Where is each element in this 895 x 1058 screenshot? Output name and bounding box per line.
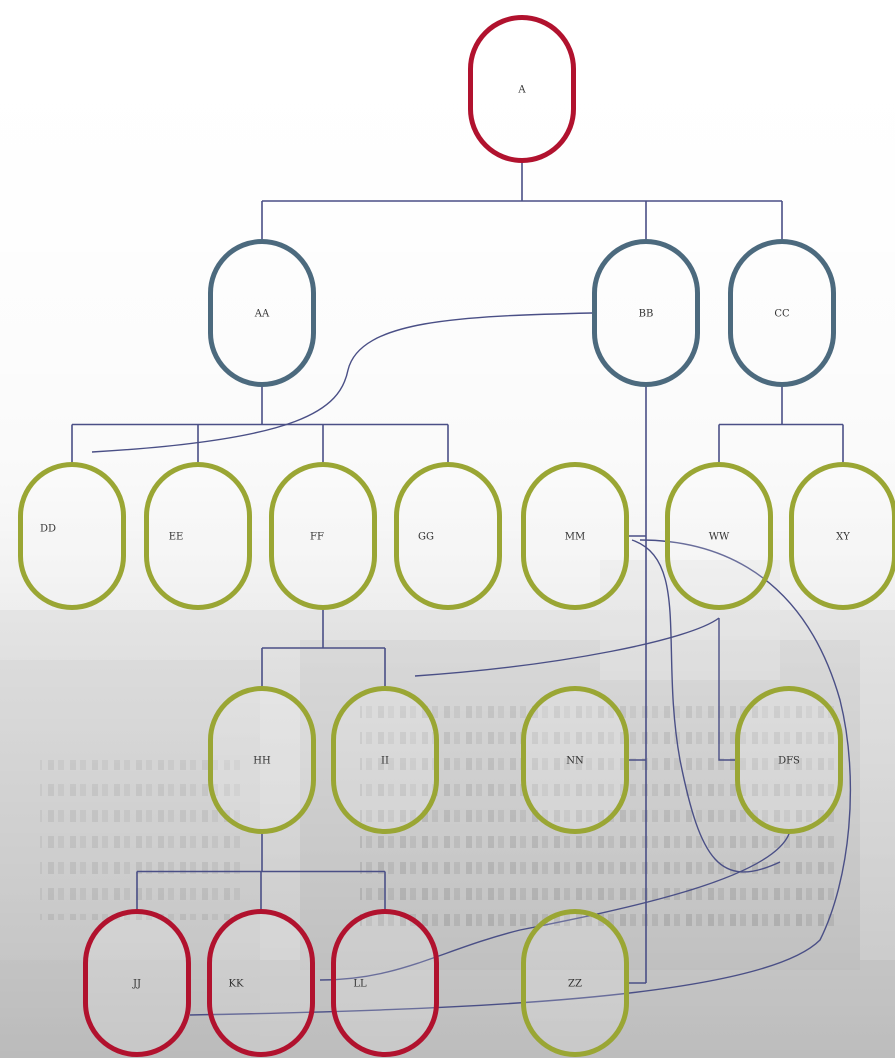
node-label-dd: DD <box>40 524 56 535</box>
cross-link-ww-ii <box>414 617 720 677</box>
node-ww[interactable] <box>665 462 773 610</box>
node-kk[interactable] <box>207 909 315 1057</box>
nodes-layer <box>18 15 895 1057</box>
node-label-ee: EE <box>169 532 184 543</box>
cross-link-bb-dd <box>91 312 593 453</box>
cross-link-dfs-ll <box>319 833 790 981</box>
node-ff[interactable] <box>269 462 377 610</box>
node-label-cc: CC <box>774 309 790 320</box>
node-ll[interactable] <box>331 909 439 1057</box>
node-label-dfs: DFS <box>778 756 800 767</box>
node-label-a: A <box>517 85 526 96</box>
cross-link-mm-dfs <box>631 539 781 873</box>
node-zz[interactable] <box>521 909 629 1057</box>
node-label-mm: MM <box>565 532 585 543</box>
node-aa[interactable] <box>208 239 316 387</box>
node-mm[interactable] <box>521 462 629 610</box>
node-ii[interactable] <box>331 686 439 834</box>
node-label-ll: LL <box>353 979 367 990</box>
node-dd[interactable] <box>18 462 126 610</box>
node-label-kk: KK <box>229 979 244 990</box>
node-label-jj: JJ <box>132 979 141 990</box>
node-label-ff: FF <box>310 532 324 543</box>
node-jj[interactable] <box>83 909 191 1057</box>
node-label-xy: XY <box>836 532 850 543</box>
connector-lines <box>71 163 852 1016</box>
cross-link-mm-jj <box>189 539 852 1016</box>
node-label-bb: BB <box>639 309 654 320</box>
node-label-zz: ZZ <box>568 979 582 990</box>
cross-link-ww-dfs <box>718 618 736 761</box>
node-label-nn: NN <box>566 756 584 767</box>
node-label-aa: AA <box>254 309 270 320</box>
node-label-ii: II <box>381 756 389 767</box>
node-hh[interactable] <box>208 686 316 834</box>
node-bb[interactable] <box>592 239 700 387</box>
node-label-hh: HH <box>253 756 271 767</box>
node-label-ww: WW <box>709 532 730 543</box>
node-a[interactable] <box>468 15 576 163</box>
node-gg[interactable] <box>394 462 502 610</box>
node-dfs[interactable] <box>735 686 843 834</box>
node-cc[interactable] <box>728 239 836 387</box>
node-nn[interactable] <box>521 686 629 834</box>
node-ee[interactable] <box>144 462 252 610</box>
node-label-gg: GG <box>418 532 434 543</box>
